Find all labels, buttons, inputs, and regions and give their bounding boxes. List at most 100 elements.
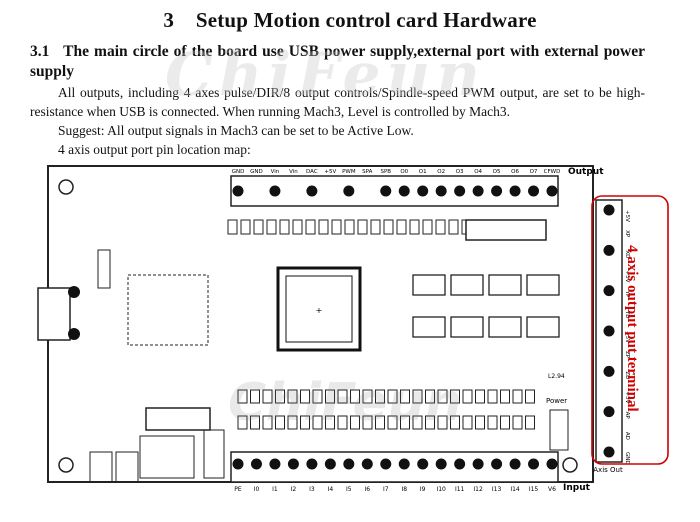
axis-highlight-box: [591, 195, 669, 465]
resistor: [412, 389, 423, 404]
resistor: [387, 415, 398, 430]
capacitor-block: [203, 429, 225, 479]
optocoupler: [412, 316, 446, 338]
input-pin-label: I1: [272, 486, 278, 493]
terminal-screw: [603, 446, 615, 458]
resistor: [275, 389, 285, 404]
terminal-screw: [528, 458, 540, 470]
resistor: [462, 415, 473, 430]
resistor: [462, 389, 473, 404]
terminal-screw: [435, 185, 447, 197]
mcu-chip: [276, 266, 362, 352]
resistor: [262, 415, 273, 430]
output-terminal-screws: [232, 185, 558, 197]
usb-pad: [68, 286, 80, 298]
input-terminal-block: [230, 451, 559, 483]
resistor: [448, 219, 459, 235]
watermark-top: ChiFeun: [165, 40, 486, 110]
input-pin-label: I2: [291, 486, 297, 493]
regulator-area: [127, 274, 209, 346]
resistor: [227, 219, 238, 235]
terminal-screw: [546, 458, 558, 470]
terminal-screw: [603, 285, 615, 297]
terminal-screw: [380, 185, 392, 197]
resistor: [300, 389, 310, 404]
section-heading: 3.1 The main circle of the board use USB…: [30, 42, 645, 82]
resistor: [400, 415, 410, 430]
terminal-screw: [417, 185, 429, 197]
usb-connector: [37, 287, 71, 341]
output-pin-label: Vin: [289, 169, 298, 175]
paragraph-suggest: Suggest: All output signals in Mach3 can…: [58, 123, 414, 138]
resistor: [237, 389, 248, 404]
resistor: [305, 219, 316, 235]
resistor: [500, 389, 510, 404]
resistor: [300, 415, 310, 430]
resistor: [250, 389, 260, 404]
input-pin-label: I4: [328, 486, 334, 493]
resistor: [279, 219, 290, 235]
output-pin-label: SPB: [380, 169, 391, 175]
axis-pin-label: ZP: [624, 351, 630, 359]
input-pin-label: I3: [309, 486, 315, 493]
resistor: [512, 415, 523, 430]
terminal-screw: [324, 458, 336, 470]
resistor: [487, 415, 498, 430]
resistor: [475, 389, 485, 404]
resistor: [437, 415, 448, 430]
power-label: Power: [546, 397, 567, 405]
chip-label: L2.94: [548, 373, 565, 380]
axis-pin-label: ZD: [624, 371, 630, 379]
axis-pin-label: +5V: [624, 271, 630, 283]
resistor: [350, 389, 360, 404]
terminal-screw: [343, 458, 355, 470]
input-pin-label: I13: [492, 486, 502, 493]
power-led: [549, 409, 569, 451]
paragraph-outputs: All outputs, including 4 axes pulse/DIR/…: [30, 85, 645, 119]
mount-hole: [58, 457, 74, 473]
watermark-board: ChiFeun: [228, 373, 462, 433]
terminal-screw: [454, 458, 466, 470]
heading-number: 3: [163, 8, 175, 32]
output-pin-label: O4: [474, 169, 482, 175]
resistor: [362, 415, 373, 430]
output-pin-label: PWM: [342, 169, 356, 175]
optocoupler: [450, 274, 484, 296]
axis-pin-label: XD: [624, 250, 630, 258]
input-pin-label: I6: [364, 486, 370, 493]
resistor: [525, 415, 535, 430]
optocoupler: [526, 274, 560, 296]
usb-pad: [68, 328, 80, 340]
output-pin-label: SPA: [362, 169, 372, 175]
terminal-screw: [398, 185, 410, 197]
crystal: [97, 249, 111, 289]
optocoupler-array: [412, 274, 560, 338]
terminal-screw: [380, 458, 392, 470]
axis-pin-label: +5V: [624, 392, 630, 404]
terminal-screw: [232, 185, 244, 197]
resistor: [437, 389, 448, 404]
resistor: [375, 415, 385, 430]
terminal-screw: [435, 458, 447, 470]
resistor: [500, 415, 510, 430]
terminal-screw: [232, 458, 244, 470]
resistor: [370, 219, 381, 235]
terminal-screw: [546, 185, 558, 197]
axis-pin-label: AD: [624, 432, 630, 440]
terminal-screw: [287, 458, 299, 470]
terminal-screw: [472, 458, 484, 470]
input-pin-label: I11: [455, 486, 465, 493]
output-pin-label: +5V: [324, 169, 336, 175]
output-pin-label: O0: [400, 169, 408, 175]
resistor: [422, 219, 433, 235]
input-pin-label: I12: [473, 486, 483, 493]
axis-pin-label: GND: [624, 452, 630, 465]
input-pin-label: I10: [436, 486, 446, 493]
resistor: [312, 415, 323, 430]
axis-pin-label: YP: [624, 290, 630, 298]
jumper-header: [145, 407, 211, 431]
resistor: [387, 389, 398, 404]
